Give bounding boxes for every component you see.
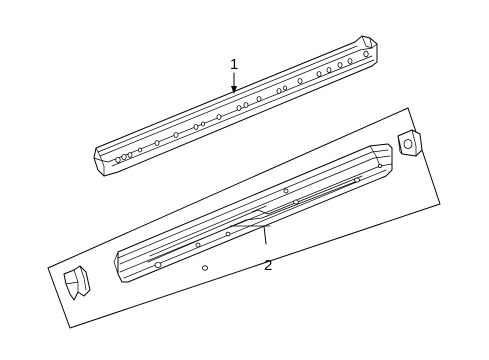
part-2-kit (47, 107, 441, 329)
part-2-right-clip (397, 129, 423, 157)
callout-2: 2 (263, 225, 272, 274)
part-2-rail (113, 143, 393, 283)
part-2-left-clip (63, 265, 91, 301)
callout-1: 1 (230, 56, 238, 94)
callout-2-label: 2 (264, 257, 272, 274)
callout-1-label: 1 (230, 56, 238, 73)
callout-2-leader (263, 225, 267, 245)
part-1-rocker-rail (93, 35, 378, 177)
part-1-holes (115, 50, 369, 163)
callout-1-arrowhead (231, 86, 237, 94)
part-2-frame (47, 107, 441, 329)
part-2-holes (154, 163, 382, 271)
